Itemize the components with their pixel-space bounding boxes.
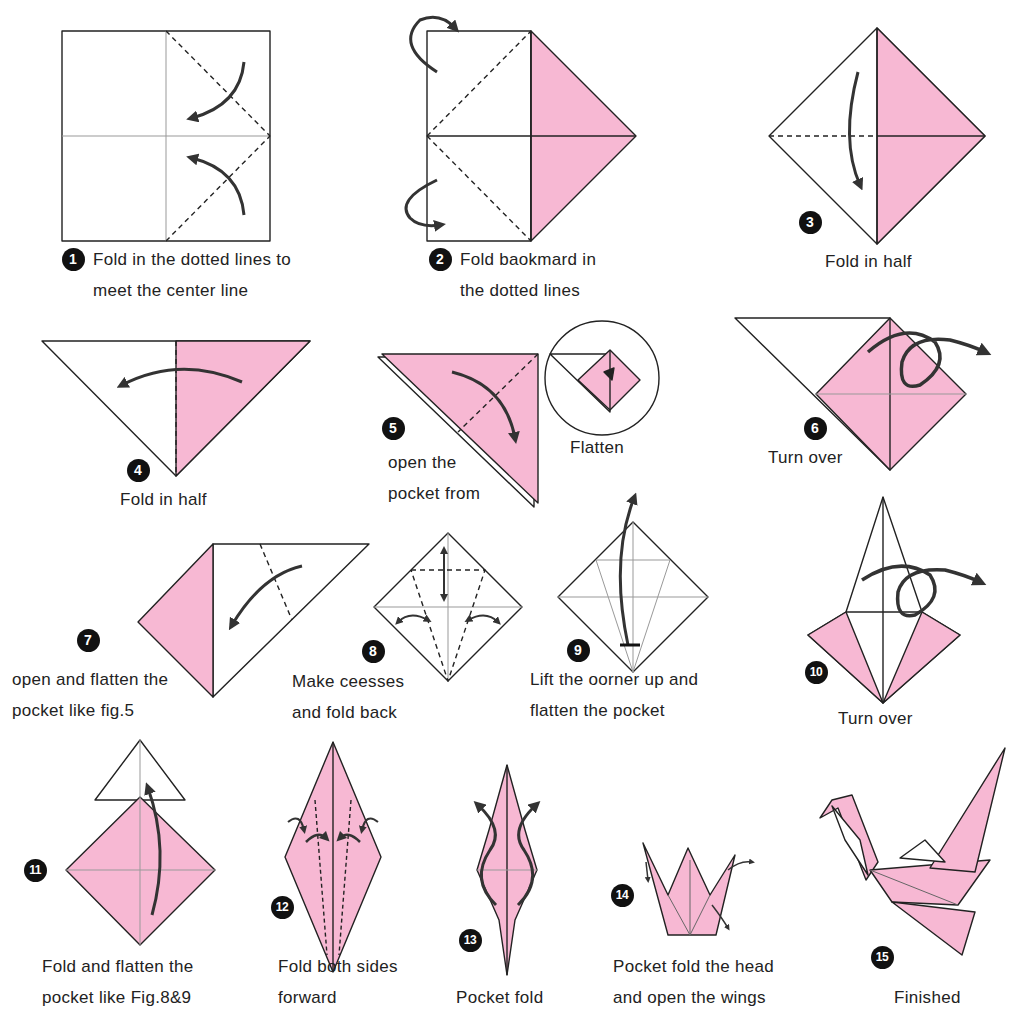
step-8-figure [374,533,522,681]
step-caption-slot: Lift the oorner up and flatten the pocke… [530,664,740,726]
step-caption-slot: Turn over [768,442,843,473]
step-caption: Fold in half [120,484,207,515]
step-caption-slot: Fold in half [120,484,207,515]
step-2-figure [406,17,636,241]
step-caption-slot: Flatten [570,432,624,463]
step-caption-slot: Fold both sides forward [278,951,400,1013]
step-10-figure [808,497,980,703]
step-3-figure [769,28,985,244]
callout-number: 3 [799,211,822,234]
step-caption-slot: Pocket fold [456,982,543,1013]
step-number-slot: 11 [24,859,47,882]
step-number-slot: 6 [804,417,827,440]
step-5-figure [378,321,659,507]
step-number-slot: 13 [459,929,482,952]
step-caption: Fold baokmard in the dotted lines [460,244,620,306]
step-caption: open and flatten the pocket like fig.5 [12,664,212,726]
step-number-slot: 15 [871,946,894,969]
step-number-slot: 3 [799,211,822,234]
step-number-slot: 9 [567,639,590,662]
callout-number: 7 [77,629,100,652]
callout-number: 5 [382,417,405,440]
step-11-figure [66,740,215,945]
callout-number: 8 [362,640,385,663]
step-caption: Make ceesses and fold back [292,666,417,728]
step-13-figure [477,765,537,975]
step-caption: Pocket fold the head and open the wings [613,951,803,1013]
step-4-figure [42,341,310,476]
step-9-figure [558,498,708,672]
step-caption: Finished [894,982,961,1013]
step-15-figure [820,748,1005,955]
callout-number: 14 [611,884,634,907]
step-caption: Turn over [838,703,913,734]
callout-number: 1 [62,248,85,271]
step-caption-slot: Turn over [838,703,913,734]
step-caption: open the pocket from [388,447,498,509]
step-caption: Fold in half [825,246,912,277]
step-number-slot: 2 [429,248,452,271]
step-number-slot: 5 [382,417,405,440]
callout-number: 6 [804,417,827,440]
step-number-slot: 7 [77,629,100,652]
step-caption-slot: Pocket fold the head and open the wings [613,951,803,1013]
callout-number: 10 [805,661,828,684]
step-number-slot: 12 [271,896,294,919]
callout-number: 2 [429,248,452,271]
step-caption: Flatten [570,432,624,463]
step-caption: Fold in the dotted lines to meet the cen… [93,244,313,306]
step-caption-slot: Fold and flatten the pocket like Fig.8&9 [42,951,242,1013]
step-caption-slot: Fold baokmard in the dotted lines [460,244,620,306]
callout-number: 13 [459,929,482,952]
callout-number: 12 [271,896,294,919]
callout-number: 4 [127,459,150,482]
callout-number: 11 [24,859,47,882]
step-caption: Pocket fold [456,982,543,1013]
step-caption-slot: Finished [894,982,961,1013]
step-14-figure [643,843,752,935]
step-number-slot: 1 [62,248,85,271]
step-caption-slot: open and flatten the pocket like fig.5 [12,664,212,726]
step-12-figure [285,742,381,972]
callout-number: 9 [567,639,590,662]
callout-number: 15 [871,946,894,969]
step-number-slot: 10 [805,661,828,684]
step-1-figure [62,31,270,241]
step-caption: Turn over [768,442,843,473]
step-caption-slot: Fold in the dotted lines to meet the cen… [93,244,313,306]
step-number-slot: 4 [127,459,150,482]
step-caption: Fold both sides forward [278,951,400,1013]
step-6-figure [735,318,985,470]
step-caption: Lift the oorner up and flatten the pocke… [530,664,740,726]
step-number-slot: 8 [362,640,385,663]
step-caption-slot: open the pocket from [388,447,498,509]
step-caption-slot: Fold in half [825,246,912,277]
step-number-slot: 14 [611,884,634,907]
step-caption: Fold and flatten the pocket like Fig.8&9 [42,951,242,1013]
step-caption-slot: Make ceesses and fold back [292,666,417,728]
